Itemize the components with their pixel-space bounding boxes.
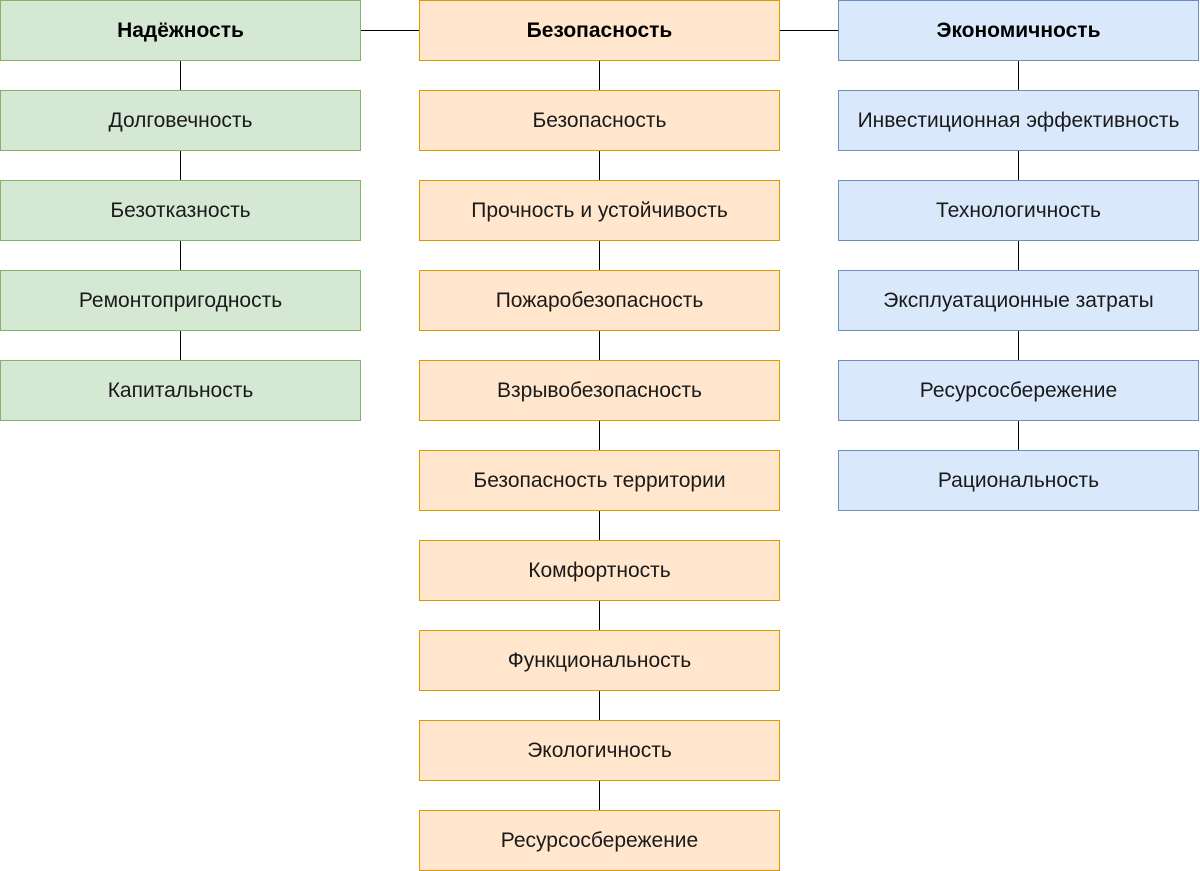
- connector-header-1-2: [361, 30, 419, 31]
- connector-reliability-2: [180, 240, 181, 271]
- safety-criterion: Ресурсосбережение: [419, 810, 780, 871]
- connector-reliability-3: [180, 330, 181, 361]
- connector-reliability-1: [180, 150, 181, 181]
- economy-criterion: Эксплуатационные затраты: [838, 270, 1199, 331]
- connector-economy-4: [1018, 420, 1019, 451]
- category-safety: Безопасность: [419, 0, 780, 61]
- connector-safety-0: [599, 60, 600, 91]
- connector-reliability-0: [180, 60, 181, 91]
- reliability-criterion: Долговечность: [0, 90, 361, 151]
- safety-criterion: Безопасность: [419, 90, 780, 151]
- safety-criterion: Экологичность: [419, 720, 780, 781]
- connector-economy-3: [1018, 330, 1019, 361]
- reliability-criterion: Капитальность: [0, 360, 361, 421]
- connector-safety-1: [599, 150, 600, 181]
- reliability-criterion: Безотказность: [0, 180, 361, 241]
- reliability-criterion: Ремонтопригодность: [0, 270, 361, 331]
- safety-criterion: Безопасность территории: [419, 450, 780, 511]
- economy-criterion: Рациональность: [838, 450, 1199, 511]
- economy-criterion: Ресурсосбережение: [838, 360, 1199, 421]
- connector-safety-8: [599, 780, 600, 811]
- connector-economy-2: [1018, 240, 1019, 271]
- connector-economy-1: [1018, 150, 1019, 181]
- connector-safety-3: [599, 330, 600, 361]
- category-economy: Экономичность: [838, 0, 1199, 61]
- connector-safety-5: [599, 510, 600, 541]
- safety-criterion: Взрывобезопасность: [419, 360, 780, 421]
- economy-criterion: Технологичность: [838, 180, 1199, 241]
- category-reliability: Надёжность: [0, 0, 361, 61]
- economy-criterion: Инвестиционная эффективность: [838, 90, 1199, 151]
- connector-safety-2: [599, 240, 600, 271]
- safety-criterion: Комфортность: [419, 540, 780, 601]
- connector-safety-6: [599, 600, 600, 631]
- connector-economy-0: [1018, 60, 1019, 91]
- safety-criterion: Пожаробезопасность: [419, 270, 780, 331]
- connector-safety-4: [599, 420, 600, 451]
- safety-criterion: Функциональность: [419, 630, 780, 691]
- connector-header-2-3: [780, 30, 838, 31]
- connector-safety-7: [599, 690, 600, 721]
- safety-criterion: Прочность и устойчивость: [419, 180, 780, 241]
